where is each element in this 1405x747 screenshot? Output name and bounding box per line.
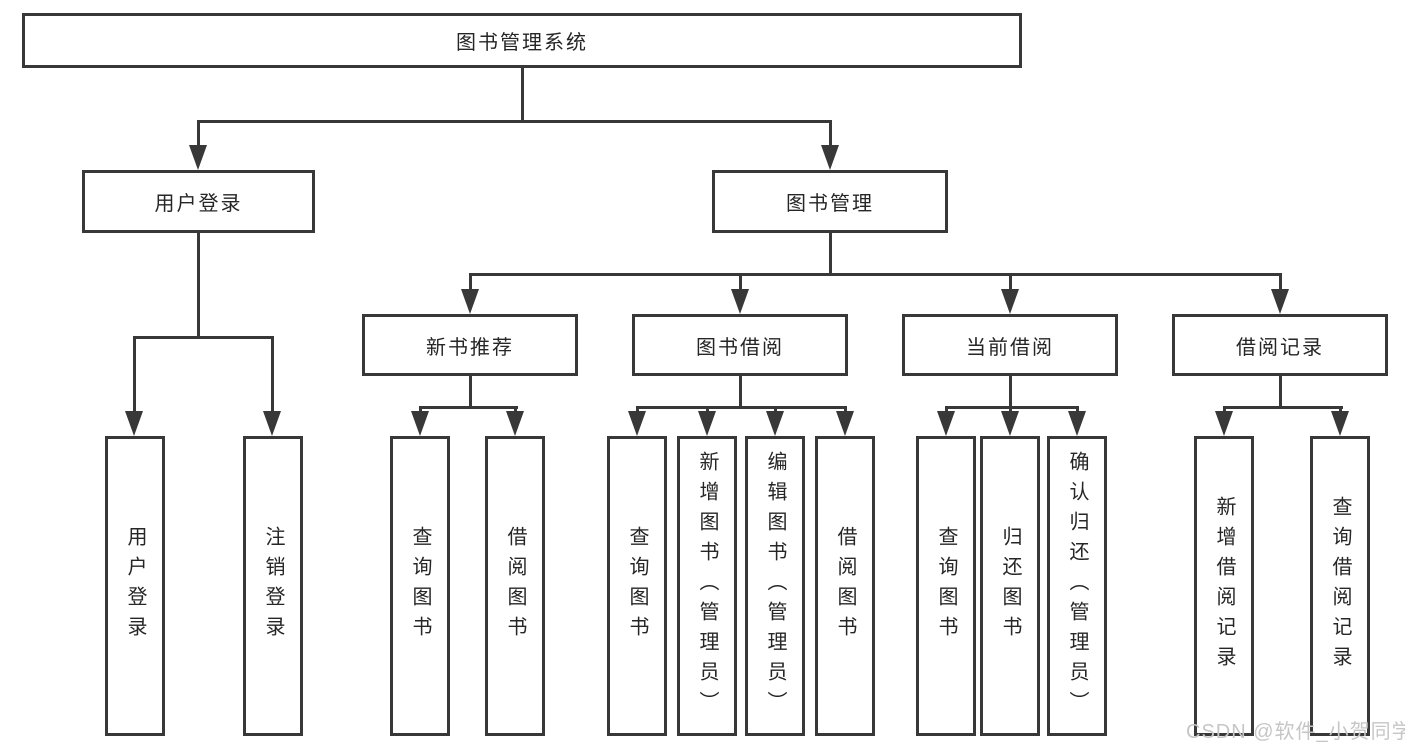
arrowhead-edit-book-admin <box>766 411 784 436</box>
arrowhead-user-login <box>189 145 207 170</box>
connector-book-management-stub <box>829 233 832 273</box>
node-borrowing-records-label: 借阅记录 <box>1236 336 1324 359</box>
arrowhead-query-book-borrowing <box>628 411 646 436</box>
arrowhead-current-borrowing <box>1001 289 1019 314</box>
leaf-add-borrow-record: 新增借阅记录 <box>1194 436 1254 736</box>
connector-book-management-rail <box>469 273 1282 276</box>
arrowhead-query-borrow-record <box>1331 411 1349 436</box>
arrowhead-borrow-book-borrowing <box>836 411 854 436</box>
connector-book-borrowing-rail <box>636 406 847 409</box>
leaf-query-book-recommend-label: 查询图书 <box>409 526 431 646</box>
connector-borrowing-records-stub <box>1279 376 1282 406</box>
node-root-system-label: 图书管理系统 <box>456 32 588 54</box>
arrowhead-leaf-user-login <box>125 411 143 436</box>
leaf-add-book-admin-label: 新增图书（管理员） <box>696 451 718 721</box>
leaf-user-login-label: 用户登录 <box>124 526 146 646</box>
connector-user-login-rail <box>133 336 274 339</box>
connector-current-borrowing-stub <box>1009 376 1012 406</box>
connector-drop-leaf-user-login <box>133 338 136 412</box>
leaf-query-borrow-record-label: 查询借阅记录 <box>1329 496 1351 676</box>
arrowhead-add-book-admin <box>698 411 716 436</box>
leaf-borrow-book-borrowing: 借阅图书 <box>815 436 875 736</box>
node-new-book-recommend-label: 新书推荐 <box>426 336 514 359</box>
arrowhead-book-management <box>821 145 839 170</box>
node-book-borrowing: 图书借阅 <box>632 314 848 376</box>
node-book-management: 图书管理 <box>712 170 948 233</box>
node-book-management-label: 图书管理 <box>786 193 874 215</box>
leaf-return-book-label: 归还图书 <box>999 526 1021 646</box>
arrowhead-add-borrow-record <box>1215 411 1233 436</box>
arrowhead-return-book <box>1001 411 1019 436</box>
connector-root-rail <box>197 120 832 123</box>
node-book-borrowing-label: 图书借阅 <box>696 336 784 359</box>
leaf-logout-label: 注销登录 <box>262 526 284 646</box>
arrowhead-borrow-book-recommend <box>506 411 524 436</box>
leaf-user-login: 用户登录 <box>105 436 165 736</box>
node-current-borrowing: 当前借阅 <box>902 314 1118 376</box>
leaf-query-borrow-record: 查询借阅记录 <box>1310 436 1370 736</box>
connector-current-borrowing-rail <box>945 406 1079 409</box>
connector-drop-book-borrowing <box>739 275 742 292</box>
connector-book-borrowing-stub <box>739 376 742 406</box>
arrowhead-book-borrowing <box>731 289 749 314</box>
leaf-borrow-book-borrowing-label: 借阅图书 <box>834 526 856 646</box>
leaf-query-book-borrowing: 查询图书 <box>607 436 667 736</box>
leaf-add-book-admin: 新增图书（管理员） <box>677 436 737 736</box>
connector-drop-leaf-logout <box>271 338 274 412</box>
arrowhead-query-book-current <box>937 411 955 436</box>
node-borrowing-records: 借阅记录 <box>1172 314 1388 376</box>
node-user-login-label: 用户登录 <box>154 193 243 215</box>
leaf-confirm-return-admin-label: 确认归还（管理员） <box>1066 451 1088 721</box>
leaf-confirm-return-admin: 确认归还（管理员） <box>1047 436 1107 736</box>
connector-borrowing-records-rail <box>1223 406 1343 409</box>
leaf-return-book: 归还图书 <box>980 436 1040 736</box>
connector-drop-new-book-recommend <box>469 275 472 292</box>
leaf-borrow-book-recommend: 借阅图书 <box>485 436 545 736</box>
arrowhead-query-book-recommend <box>411 411 429 436</box>
leaf-edit-book-admin: 编辑图书（管理员） <box>745 436 805 736</box>
node-new-book-recommend: 新书推荐 <box>362 314 578 376</box>
arrowhead-confirm-return-admin <box>1068 411 1086 436</box>
leaf-logout: 注销登录 <box>243 436 303 736</box>
arrowhead-leaf-logout <box>263 411 281 436</box>
leaf-add-borrow-record-label: 新增借阅记录 <box>1213 496 1235 676</box>
leaf-query-book-borrowing-label: 查询图书 <box>626 526 648 646</box>
csdn-watermark: CSDN @软件_小贺同学 <box>1186 721 1405 743</box>
connector-user-login-stub <box>197 233 200 336</box>
arrowhead-new-book-recommend <box>461 289 479 314</box>
node-user-login: 用户登录 <box>82 170 315 233</box>
connector-new-book-recommend-stub <box>469 376 472 406</box>
connector-drop-borrowing-records <box>1279 275 1282 292</box>
leaf-query-book-current: 查询图书 <box>916 436 976 736</box>
leaf-edit-book-admin-label: 编辑图书（管理员） <box>764 451 786 721</box>
node-root-system: 图书管理系统 <box>22 13 1022 68</box>
leaf-borrow-book-recommend-label: 借阅图书 <box>504 526 526 646</box>
leaf-query-book-current-label: 查询图书 <box>935 526 957 646</box>
connector-new-book-recommend-rail <box>419 406 518 409</box>
connector-drop-user-login <box>197 122 200 148</box>
leaf-query-book-recommend: 查询图书 <box>390 436 450 736</box>
node-current-borrowing-label: 当前借阅 <box>966 336 1054 359</box>
connector-drop-book-management <box>829 122 832 148</box>
arrowhead-borrowing-records <box>1271 289 1289 314</box>
connector-drop-current-borrowing <box>1009 275 1012 292</box>
connector-root-stub <box>521 68 524 120</box>
